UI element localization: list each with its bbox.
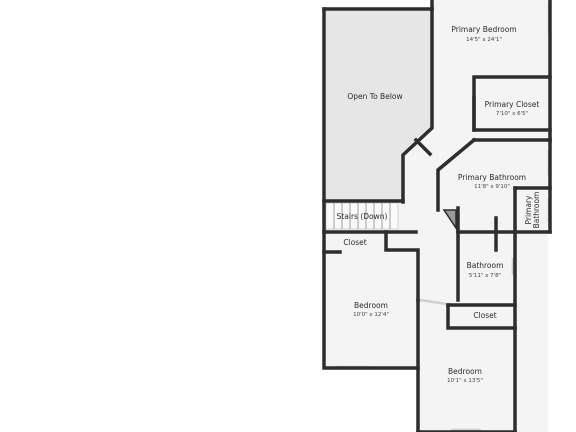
open-to-below-area — [326, 11, 431, 201]
primary-closet-label: Primary Closet — [485, 100, 540, 109]
primary-bedroom-label: Primary Bedroom — [451, 25, 516, 34]
closet-right-label: Closet — [473, 311, 496, 320]
closet-left-label: Closet — [343, 238, 366, 247]
primary-bathroom-dims: 11'8" x 9'10" — [474, 184, 510, 190]
bathroom-label: Bathroom — [467, 261, 504, 270]
corner-marker — [442, 209, 457, 231]
stairs-label: Stairs (Down) — [337, 212, 388, 221]
bedroom-right-label: Bedroom — [448, 367, 482, 376]
bedroom-right-dims: 10'1" x 13'5" — [447, 378, 483, 384]
open-to-below-label: Open To Below — [347, 92, 402, 101]
bedroom-left-dims: 10'0" x 12'4" — [353, 312, 389, 318]
primary-bathroom-small-label: Primary Bathroom — [524, 192, 541, 229]
walls — [322, 0, 552, 432]
primary-closet-dims: 7'10" x 6'5" — [496, 111, 528, 117]
primary-bathroom-small-line1: Primary — [524, 195, 533, 225]
primary-bathroom-label: Primary Bathroom — [458, 173, 526, 182]
stairs — [325, 202, 399, 230]
bedroom-left-label: Bedroom — [354, 301, 388, 310]
bathroom-dims: 5'11" x 7'8" — [469, 273, 501, 279]
primary-bathroom-small-line2: Bathroom — [532, 192, 541, 229]
primary-bedroom-dims: 14'5" x 24'1" — [466, 37, 502, 43]
